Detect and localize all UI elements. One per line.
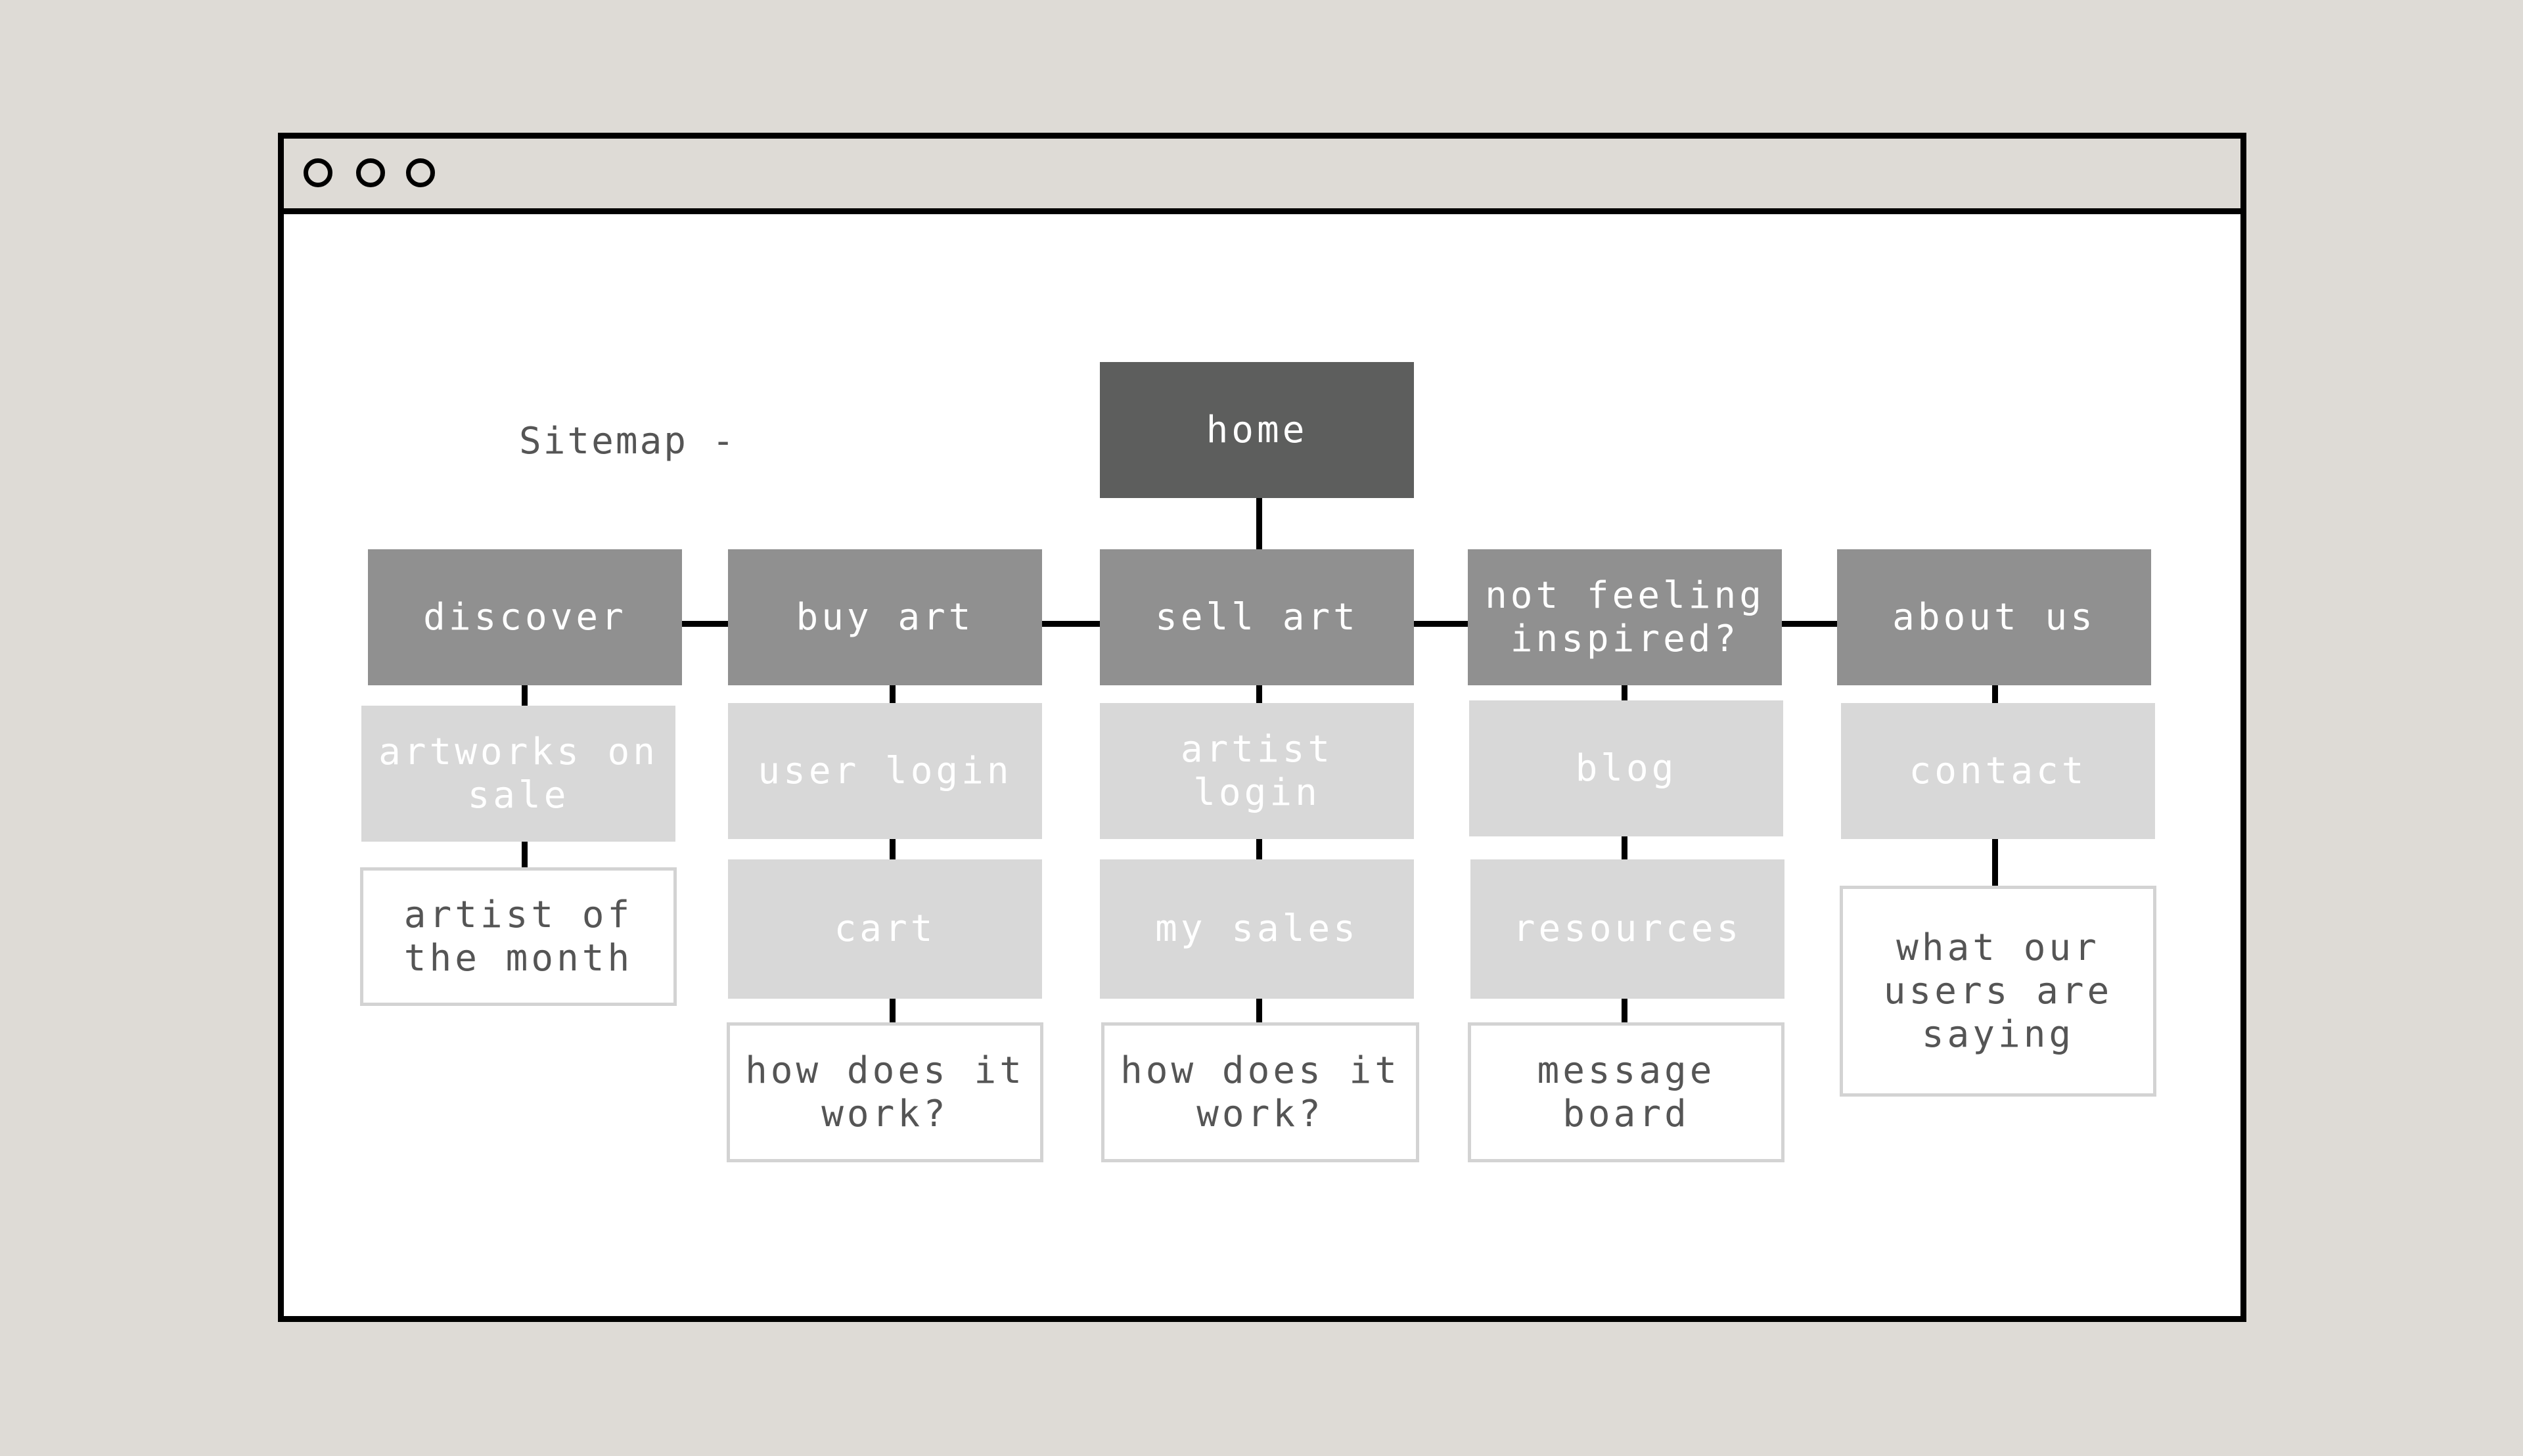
node-contact[interactable]: contact <box>1841 703 2155 839</box>
node-discover[interactable]: discover <box>368 549 682 685</box>
connector-line <box>1256 679 1262 703</box>
connector-line <box>890 836 896 859</box>
node-not-feeling-inspired[interactable]: not feeling inspired? <box>1468 549 1782 685</box>
node-blog[interactable]: blog <box>1469 700 1783 836</box>
node-about-us[interactable]: about us <box>1837 549 2151 685</box>
window-titlebar <box>284 139 2240 214</box>
node-my-sales[interactable]: my sales <box>1100 859 1414 999</box>
connector-line <box>522 679 528 706</box>
diagram-title: Sitemap - <box>519 420 737 463</box>
browser-window: Sitemap - home discover buy art sell art… <box>278 133 2246 1322</box>
node-sell-art[interactable]: sell art <box>1100 549 1414 685</box>
circle-icon[interactable] <box>406 158 435 187</box>
node-resources[interactable]: resources <box>1470 859 1784 999</box>
node-buy-art[interactable]: buy art <box>728 549 1042 685</box>
node-message-board[interactable]: message board <box>1468 1022 1784 1162</box>
connector-line <box>1992 836 1998 886</box>
sitemap-diagram: Sitemap - home discover buy art sell art… <box>284 139 2240 1316</box>
connector-line <box>1256 996 1262 1022</box>
connector-line <box>890 996 896 1022</box>
circle-icon[interactable] <box>356 158 385 187</box>
node-cart[interactable]: cart <box>728 859 1042 999</box>
connector-line <box>1622 833 1627 859</box>
node-sell-how-does-it-work[interactable]: how does it work? <box>1101 1022 1419 1162</box>
circle-icon[interactable] <box>304 158 332 187</box>
node-what-our-users-are-saying[interactable]: what our users are saying <box>1840 886 2156 1097</box>
node-user-login[interactable]: user login <box>728 703 1042 839</box>
node-home[interactable]: home <box>1100 362 1414 498</box>
connector-line <box>1622 679 1627 700</box>
node-artist-of-the-month[interactable]: artist of the month <box>360 867 677 1006</box>
connector-line <box>1992 679 1998 703</box>
connector-line <box>1256 836 1262 859</box>
connector-line <box>1256 498 1262 549</box>
connector-line <box>1622 996 1627 1022</box>
node-buy-how-does-it-work[interactable]: how does it work? <box>727 1022 1043 1162</box>
node-artist-login[interactable]: artist login <box>1100 703 1414 839</box>
connector-line <box>522 838 528 867</box>
connector-line <box>890 679 896 703</box>
node-artworks-on-sale[interactable]: artworks on sale <box>361 706 675 842</box>
